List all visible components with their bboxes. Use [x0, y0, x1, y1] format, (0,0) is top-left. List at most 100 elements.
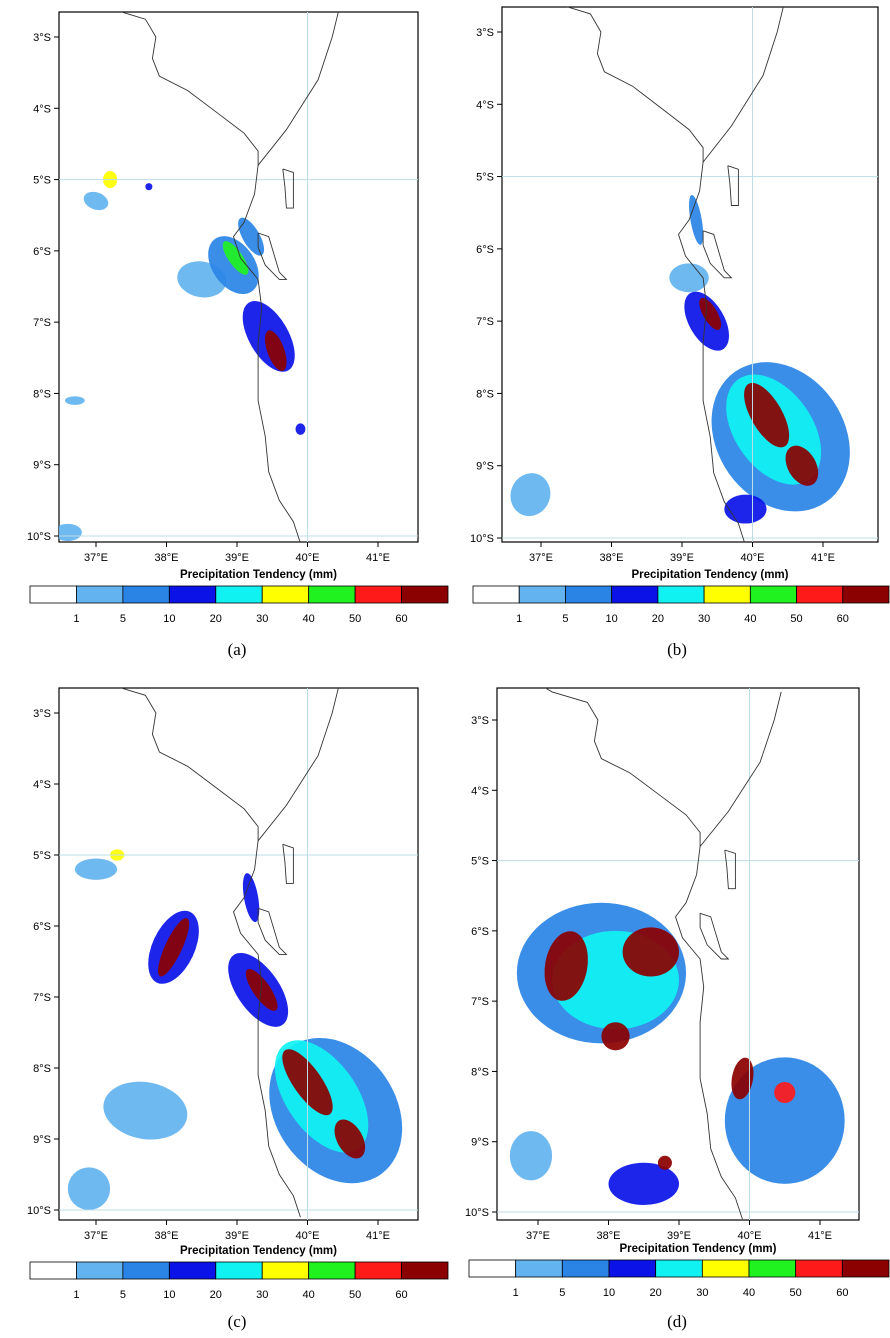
- colorbar-swatch: [168, 1261, 217, 1280]
- colorbar-tick-label: 50: [349, 1289, 361, 1301]
- rain-cell: [509, 1131, 553, 1181]
- lat-label: 7°S: [471, 996, 489, 1008]
- lat-label: 8°S: [476, 388, 494, 400]
- lat-label: 10°S: [27, 1205, 51, 1217]
- colorbar-swatch: [657, 585, 705, 604]
- colorbar-tick-label: 10: [163, 613, 175, 625]
- colorbar-swatch: [703, 585, 751, 604]
- colorbar-swatch: [795, 1259, 843, 1278]
- rain-cell: [544, 931, 588, 1001]
- rain-cell: [59, 523, 82, 541]
- lon-label: 38°E: [155, 552, 179, 564]
- colorbar-tick-label: 20: [652, 613, 664, 625]
- colorbar-swatch: [122, 585, 170, 604]
- colorbar-tick-label: 5: [120, 1289, 126, 1301]
- colorbar-swatch: [261, 585, 310, 604]
- colorbar-swatch: [841, 1259, 890, 1278]
- rain-cell: [657, 1155, 672, 1170]
- rain-cell: [689, 195, 704, 245]
- lat-label: 4°S: [33, 779, 51, 791]
- lat-label: 7°S: [33, 992, 51, 1004]
- lon-label: 40°E: [741, 552, 765, 564]
- lon-label: 38°E: [155, 1230, 179, 1242]
- colorbar-swatch: [215, 585, 263, 604]
- lat-label: 8°S: [33, 388, 51, 400]
- colorbar-tick-label: 60: [836, 1287, 848, 1299]
- border-line: [119, 688, 339, 843]
- colorbar-swatch: [842, 585, 890, 604]
- coastline: [678, 162, 745, 542]
- rain-cell: [510, 473, 551, 517]
- lon-label: 41°E: [366, 552, 390, 564]
- island-zanzibar: [257, 232, 288, 280]
- rain-cell: [785, 445, 819, 486]
- colorbar-tick-label: 40: [743, 1287, 755, 1299]
- rain-cell: [601, 1022, 630, 1051]
- rain-cell: [158, 918, 190, 977]
- lat-label: 4°S: [33, 103, 51, 115]
- colorbar-swatch: [308, 1261, 356, 1280]
- island-zanzibar: [702, 230, 733, 279]
- lat-label: 7°S: [476, 316, 494, 328]
- lon-label: 40°E: [738, 1230, 762, 1242]
- colorbar-swatch: [565, 585, 613, 604]
- coastline: [232, 165, 301, 542]
- colorbar-swatch: [518, 585, 566, 604]
- lon-label: 37°E: [526, 1230, 550, 1242]
- colorbar-tick-label: 10: [606, 613, 618, 625]
- colorbar-tick-label: 20: [210, 1289, 222, 1301]
- colorbar-swatch: [29, 1261, 77, 1280]
- colorbar-swatch: [749, 585, 797, 604]
- colorbar-swatch: [76, 585, 124, 604]
- colorbar-title: Precipitation Tendency (mm): [632, 569, 789, 581]
- colorbar-tick-label: 1: [73, 1289, 79, 1301]
- rain-cell: [245, 968, 278, 1011]
- colorbar-swatch: [468, 1259, 517, 1278]
- lat-label: 9°S: [33, 1134, 51, 1146]
- lat-label: 7°S: [33, 317, 51, 329]
- lat-label: 6°S: [33, 246, 51, 258]
- rain-cell: [295, 423, 306, 435]
- colorbar-tick-label: 30: [698, 613, 710, 625]
- lat-label: 9°S: [33, 460, 51, 472]
- colorbar-swatch: [168, 585, 217, 604]
- coastline: [674, 846, 743, 1220]
- colorbar-swatch: [608, 1259, 657, 1278]
- colorbar-swatch: [655, 1259, 703, 1278]
- lon-label: 41°E: [811, 552, 835, 564]
- lon-label: 40°E: [296, 1230, 320, 1242]
- colorbar-tick-label: 5: [562, 613, 568, 625]
- colorbar-tick-label: 20: [650, 1287, 662, 1299]
- lat-label: 10°S: [27, 531, 51, 543]
- rain-cell: [103, 1081, 188, 1140]
- colorbar-swatch: [561, 1259, 610, 1278]
- colorbar-tick-label: 30: [256, 1289, 268, 1301]
- colorbar-swatch: [29, 585, 77, 604]
- island-pemba: [724, 849, 736, 890]
- lon-label: 40°E: [296, 552, 320, 564]
- rain-cell: [724, 1057, 845, 1184]
- lat-label: 6°S: [471, 926, 489, 938]
- colorbar-tick-label: 50: [790, 613, 802, 625]
- rain-cell: [145, 183, 153, 191]
- rain-cell: [74, 858, 118, 880]
- colorbar-title: Precipitation Tendency (mm): [180, 569, 337, 581]
- lat-label: 3°S: [33, 32, 51, 44]
- lat-label: 5°S: [33, 850, 51, 862]
- map-content: [59, 688, 418, 1220]
- island-pemba: [282, 843, 294, 884]
- island-pemba: [282, 168, 294, 209]
- colorbar-tick-label: 40: [303, 613, 315, 625]
- caption-d: (d): [667, 1312, 687, 1331]
- colorbar-swatch: [261, 1261, 310, 1280]
- colorbar-swatch: [308, 585, 356, 604]
- coastline: [232, 840, 301, 1218]
- island-zanzibar: [699, 912, 730, 960]
- rain-cell: [64, 396, 85, 405]
- lat-label: 5°S: [471, 856, 489, 868]
- colorbar-tick-label: 10: [603, 1287, 615, 1299]
- colorbar-tick-label: 30: [696, 1287, 708, 1299]
